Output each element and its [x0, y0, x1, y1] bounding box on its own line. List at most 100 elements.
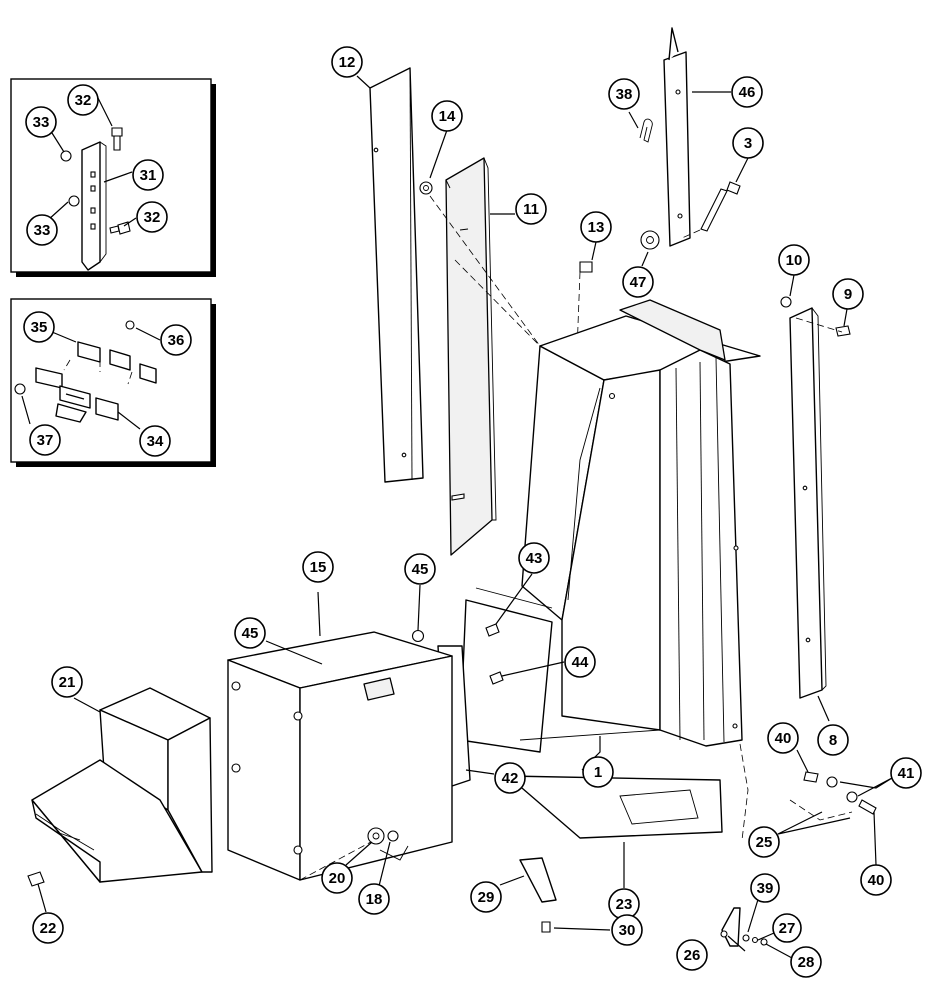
bolt-part-3: [681, 181, 741, 239]
callout-label: 40: [775, 730, 792, 747]
callout-3: 3: [732, 127, 764, 159]
housing-part-1: [459, 299, 761, 753]
callout-43: 43: [518, 542, 550, 574]
callout-27: 27: [772, 913, 802, 943]
callout-1: 1: [582, 756, 614, 788]
bracket-part-29: [519, 857, 557, 903]
callout-28: 28: [790, 946, 822, 978]
callout-13: 13: [580, 211, 612, 243]
callout-label: 14: [439, 108, 456, 125]
callout-label: 40: [868, 872, 885, 889]
screw-part-36: [125, 320, 135, 330]
callout-34: 34: [139, 425, 171, 457]
callout-label: 47: [630, 274, 647, 291]
callout-31: 31: [132, 159, 164, 191]
callout-44: 44: [564, 646, 596, 678]
callout-45-left: 45: [234, 617, 266, 649]
washer-part-20: [367, 827, 385, 845]
callout-label: 26: [684, 947, 701, 964]
callout-label: 41: [898, 765, 915, 782]
nut-part-30: [541, 921, 551, 933]
callout-21: 21: [51, 666, 83, 698]
callout-40-lower: 40: [860, 864, 892, 896]
bolt-part-40: [803, 771, 819, 783]
callout-39: 39: [750, 873, 780, 903]
callout-33-bottom: 33: [26, 214, 58, 246]
callout-11: 11: [515, 193, 547, 225]
callout-35: 35: [23, 311, 55, 343]
panel-part-12: [369, 67, 424, 483]
callout-label: 37: [37, 432, 54, 449]
callout-label: 21: [59, 674, 76, 691]
nut-part-18: [387, 830, 399, 842]
callout-label: 35: [31, 319, 48, 336]
callout-label: 42: [502, 770, 519, 787]
cap-part-22: [27, 871, 45, 887]
tray-part-23: [507, 775, 723, 839]
callout-32-top: 32: [67, 84, 99, 116]
washer-part-41: [826, 776, 838, 788]
callout-label: 31: [140, 167, 157, 184]
callout-label: 13: [588, 219, 605, 236]
bracket-part-31: [81, 141, 101, 271]
callout-45-right: 45: [404, 553, 436, 585]
knob-part-47: [640, 230, 660, 250]
callout-47: 47: [622, 266, 654, 298]
callout-label: 23: [616, 896, 633, 913]
callout-30: 30: [611, 914, 643, 946]
pin-part-38: [639, 118, 653, 143]
callout-label: 8: [829, 732, 837, 749]
spout-part-21: [31, 687, 213, 883]
callout-20: 20: [321, 862, 353, 894]
nut-part-37: [14, 383, 26, 395]
bolt-part-40: [858, 799, 877, 815]
callout-label: 44: [572, 654, 589, 671]
callout-label: 22: [40, 920, 57, 937]
latch-part-26: [720, 907, 741, 947]
callout-40-upper: 40: [767, 722, 799, 754]
callout-label: 3: [744, 135, 752, 152]
callout-label: 34: [147, 433, 164, 450]
bolt-part-9: [835, 325, 851, 337]
nut-part-28: [760, 938, 768, 946]
callout-label: 36: [168, 332, 185, 349]
callout-46: 46: [731, 76, 763, 108]
callout-29: 29: [470, 881, 502, 913]
nut-part-14: [419, 181, 433, 195]
callout-8: 8: [817, 724, 849, 756]
clip-part-34: [95, 397, 119, 421]
callout-33-top: 33: [25, 106, 57, 138]
callout-14: 14: [431, 100, 463, 132]
callout-9: 9: [832, 278, 864, 310]
washer-part-39: [742, 934, 750, 942]
callout-label: 30: [619, 922, 636, 939]
nut-part-10: [780, 296, 792, 308]
callout-42: 42: [494, 762, 526, 794]
callout-label: 46: [739, 84, 756, 101]
callout-26: 26: [676, 939, 708, 971]
callout-label: 32: [75, 92, 92, 109]
washer-part-27: [751, 936, 759, 944]
bolt-part-32: [111, 127, 123, 151]
callout-label: 33: [34, 222, 51, 239]
callout-label: 45: [242, 625, 259, 642]
callout-12: 12: [331, 46, 363, 78]
callout-36: 36: [160, 324, 192, 356]
cable-part-25: [789, 799, 853, 821]
callout-label: 9: [844, 286, 852, 303]
callout-label: 45: [412, 561, 429, 578]
callout-label: 32: [144, 209, 161, 226]
screw-part-13: [579, 261, 593, 273]
callout-label: 20: [329, 870, 346, 887]
callout-label: 28: [798, 954, 815, 971]
callout-41: 41: [890, 757, 922, 789]
callout-label: 29: [478, 889, 495, 906]
nut-part-33: [68, 195, 80, 207]
callout-25: 25: [748, 826, 780, 858]
callout-leaders: [21, 75, 893, 959]
callout-label: 1: [594, 764, 602, 781]
callout-label: 38: [616, 86, 633, 103]
channel-part-11: [445, 157, 497, 556]
box-part-15: [227, 631, 453, 881]
